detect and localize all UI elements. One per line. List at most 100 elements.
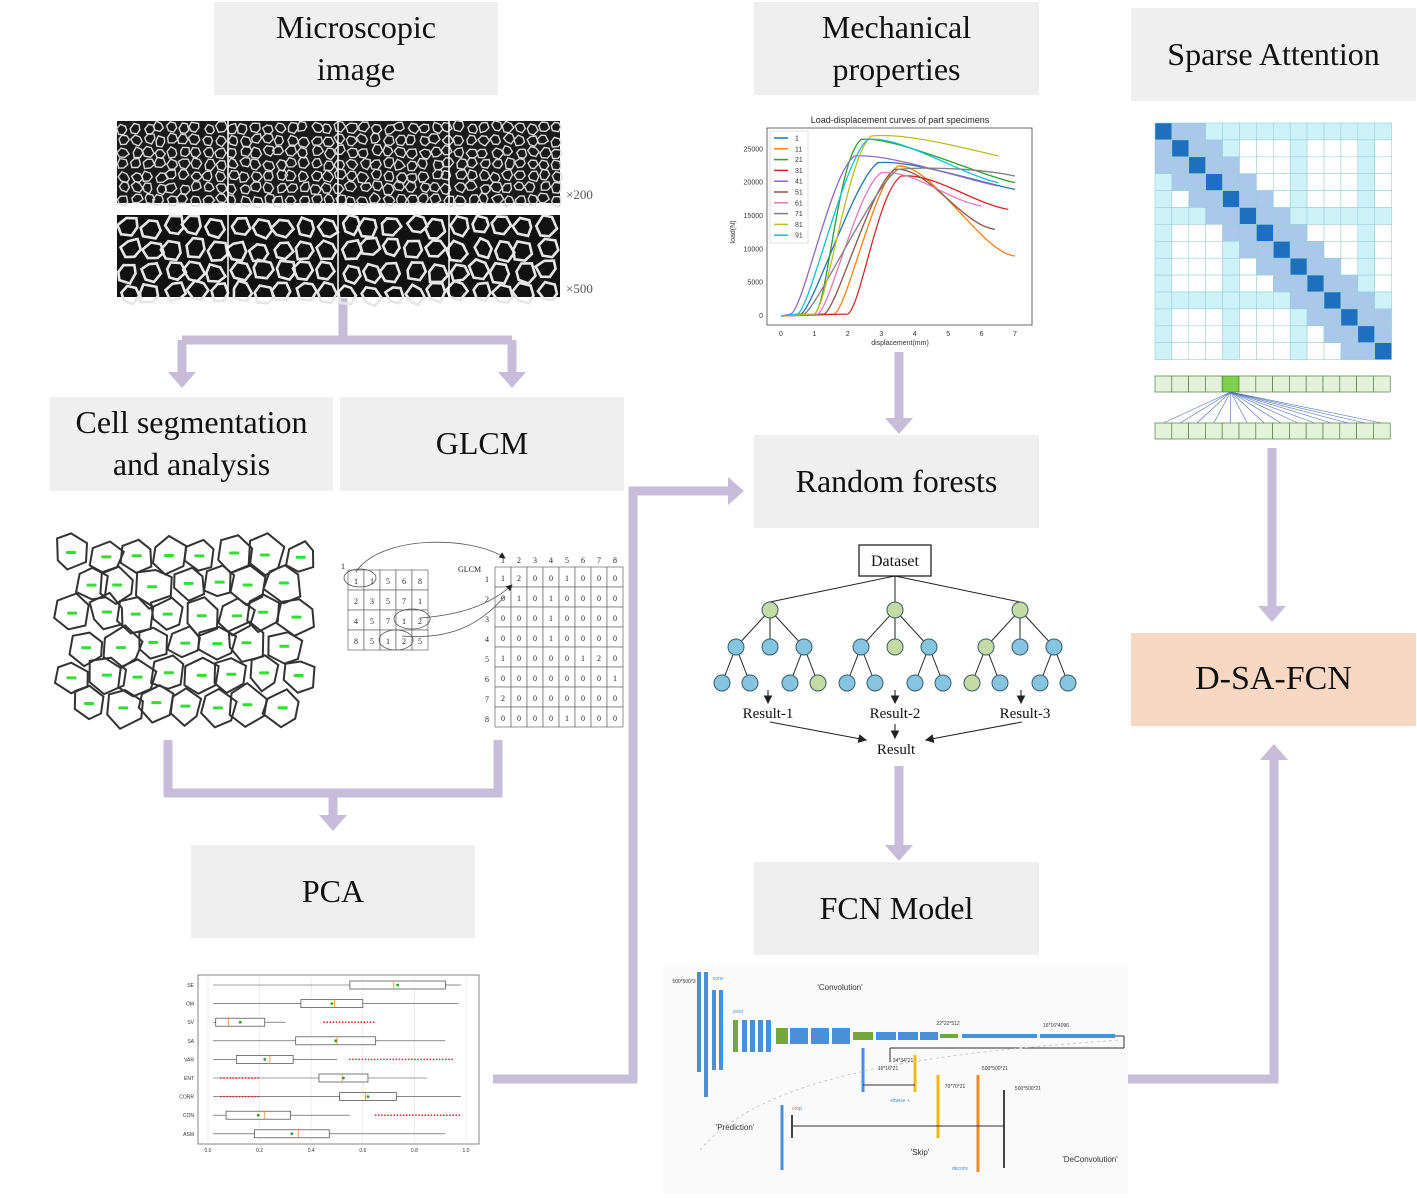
micro-cell (252, 258, 275, 280)
pca-category-label: VAR (184, 1057, 194, 1063)
micro-cell (360, 285, 384, 308)
fcn-layer (704, 972, 708, 1097)
attention-cell (1239, 274, 1257, 293)
micro-cell (355, 132, 369, 146)
pca-outlier (232, 1077, 235, 1079)
sequence-token-top (1289, 375, 1307, 393)
cell-marker (196, 614, 207, 618)
attention-cell (1256, 139, 1274, 158)
load-legend-entry: 91 (795, 233, 803, 240)
attention-link (1213, 391, 1231, 424)
micro-cell (271, 195, 284, 208)
tree-node (963, 674, 981, 692)
pca-outlier (370, 1058, 373, 1061)
pca-outlier (220, 1077, 222, 1079)
attention-cell (1374, 156, 1392, 175)
glcm-image-value: 2 (418, 617, 422, 626)
micro-cell (371, 180, 384, 192)
attention-cell (1256, 122, 1274, 141)
attention-cell (1222, 257, 1240, 276)
attention-cell (1289, 342, 1308, 360)
micro-cell (155, 135, 166, 148)
micro-cell (405, 172, 418, 184)
attention-cell (1357, 257, 1376, 276)
glcm-matrix-value: 0 (581, 594, 585, 603)
glcm-matrix-value: 2 (517, 574, 521, 583)
glcm-matrix-value: 0 (565, 614, 569, 623)
micro-cell (468, 194, 481, 206)
attention-link (1230, 391, 1298, 424)
tree-node (886, 601, 904, 619)
micro-cell (513, 157, 526, 169)
micro-cell (214, 170, 227, 183)
pca-xtick: 0.0 (205, 1148, 212, 1154)
attention-cell (1188, 308, 1207, 327)
glcm-matrix-value: 1 (565, 574, 569, 583)
attention-cell (1171, 257, 1190, 276)
pca-outlier (384, 1114, 386, 1117)
attention-cell (1357, 139, 1376, 158)
pca-outlier (439, 1114, 442, 1117)
pca-outlier (329, 1021, 332, 1024)
pca-outlier (360, 1021, 363, 1024)
segmented-cell (183, 538, 215, 572)
fcn-layer (1040, 1034, 1115, 1038)
micro-cell (479, 158, 491, 169)
pca-mean-point (290, 1132, 294, 1136)
tree-node (886, 638, 904, 656)
micro-cell (419, 135, 431, 147)
tree-node (713, 674, 731, 692)
pca-outlier (390, 1114, 393, 1117)
glcm-matrix-value: 0 (517, 674, 521, 683)
random-forest-diagram: Dataset Result-1 Result-2 Result-3 Resul… (713, 544, 1077, 758)
attention-cell (1273, 257, 1291, 276)
fcn-size-label: 70*70*21 (945, 1084, 966, 1090)
cell-segmentation-image (53, 532, 316, 731)
fcn-layer (876, 1032, 896, 1040)
micro-cell (185, 278, 210, 302)
attention-cell (1273, 156, 1291, 175)
micro-cell (404, 134, 416, 146)
segmented-cell (134, 568, 173, 610)
pca-outlier (254, 1077, 256, 1079)
micro-cell (202, 195, 216, 206)
micro-cell (404, 283, 426, 307)
micro-cell (239, 184, 251, 195)
micro-cell (185, 236, 206, 259)
segmented-cell (56, 532, 89, 571)
segmented-cell (99, 565, 134, 606)
sequence-token-bottom (1205, 422, 1223, 440)
glcm-matrix-value: 0 (565, 694, 569, 703)
pca-outlier (373, 1058, 376, 1061)
micro-cell (395, 172, 409, 184)
magnification-200: ×200 (566, 187, 593, 202)
fcn-label: pool (733, 1009, 742, 1015)
attention-link (1163, 391, 1231, 424)
attention-cell (1289, 257, 1308, 276)
micro-cell (371, 143, 384, 157)
micro-cell (203, 181, 215, 193)
micro-cell (370, 168, 382, 181)
pca-outlier (427, 1114, 430, 1117)
load-legend-entry: 61 (795, 200, 803, 207)
micro-cell (368, 191, 381, 204)
fcn-label: eltwise + (890, 1098, 910, 1104)
glcm-row-header: 6 (485, 675, 489, 684)
micro-cell (177, 158, 191, 170)
micro-cell (276, 182, 289, 194)
attention-cell (1340, 207, 1359, 225)
segmented-cell (149, 654, 185, 690)
micro-cell (378, 261, 402, 284)
micro-cell (382, 134, 395, 147)
pca-category-label: ENT (184, 1076, 194, 1082)
pca-outlier (241, 1077, 244, 1079)
glcm-col-header: 7 (597, 556, 601, 565)
attention-cell (1306, 207, 1325, 225)
micro-cell (490, 119, 503, 132)
glcm-matrix-value: 0 (501, 714, 505, 723)
attention-cell (1205, 308, 1223, 327)
micro-cell (380, 217, 403, 237)
glcm-matrix-value: 0 (597, 714, 601, 723)
magnification-500: ×500 (566, 281, 593, 296)
attention-cell (1222, 241, 1240, 259)
